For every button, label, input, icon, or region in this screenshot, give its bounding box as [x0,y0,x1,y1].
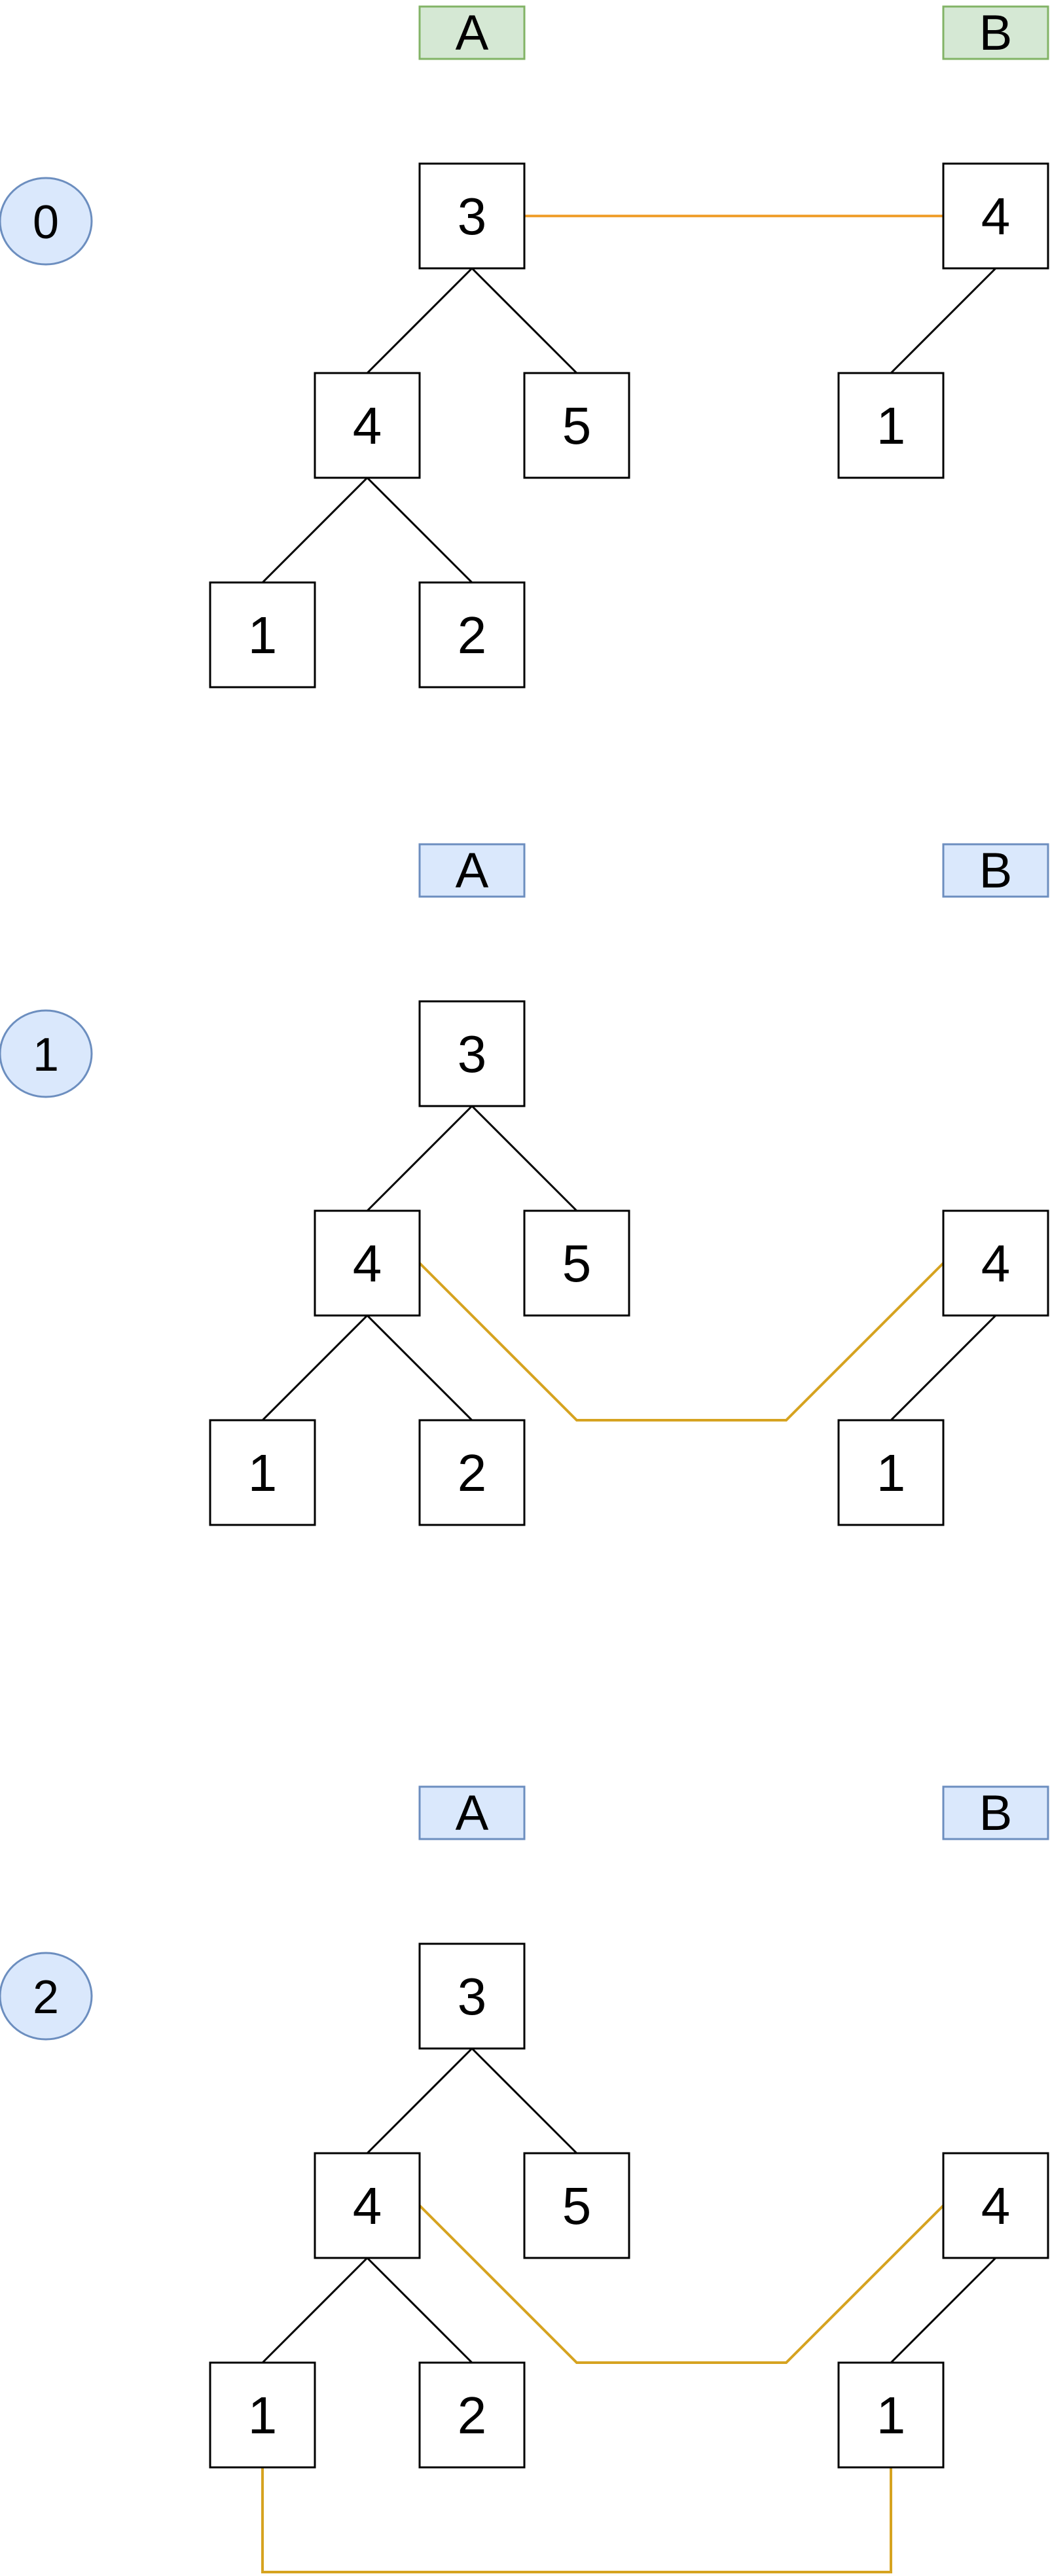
node-value: 3 [458,187,487,245]
tree-node: 1 [209,1419,316,1526]
tree-a-edges [261,2047,578,2364]
tree-edge [890,2257,997,2364]
tree-edge [366,476,473,584]
tree-edge [261,1314,369,1422]
tree-b-label-text: B [979,843,1013,899]
step-1: 1 A B 3 4 5 [0,843,1049,1526]
node-value: 1 [877,1444,906,1502]
tree-edge [366,2257,473,2364]
tree-edge [471,267,578,374]
tree-node: 1 [837,2361,945,2469]
tree-node: 2 [418,1419,526,1526]
match-link [418,1262,945,1422]
tree-b-label: B [942,1785,1049,1841]
node-value: 4 [353,1234,382,1293]
tree-a-edges [261,267,578,584]
tree-a-label: A [418,1785,526,1841]
step-number: 1 [33,1029,59,1081]
node-value: 4 [353,397,382,455]
node-value: 3 [458,1025,487,1083]
tree-node: 4 [942,1209,1049,1317]
tree-edge [261,476,369,584]
node-value: 4 [981,1234,1011,1293]
tree-node: 1 [209,2361,316,2469]
node-value: 1 [248,2386,278,2444]
node-value: 1 [248,1444,278,1502]
tree-b-label-text: B [979,1785,1013,1841]
tree-edge [471,1105,578,1212]
node-value: 5 [562,1234,592,1293]
tree-edge [471,2047,578,2155]
tree-edge [890,1314,997,1422]
step-marker: 0 [0,177,93,266]
tree-node: 3 [418,1000,526,1107]
tree-node: 5 [523,372,630,479]
node-value: 5 [562,2177,592,2235]
tree-a-label: A [418,843,526,899]
node-value: 4 [981,2177,1011,2235]
tree-b-label: B [942,843,1049,899]
tree-node: 5 [523,2152,630,2259]
step-2: 2 A B 3 4 5 [0,1785,1049,2573]
tree-edge [366,2047,473,2155]
node-value: 1 [248,606,278,664]
node-value: 4 [353,2177,382,2235]
tree-node: 4 [314,1209,421,1317]
tree-node: 3 [418,162,526,270]
tree-edge [366,1314,473,1422]
tree-node: 2 [418,581,526,689]
tree-node: 4 [314,372,421,479]
match-link [418,2204,945,2364]
match-link [261,2467,892,2573]
node-value: 2 [458,1444,487,1502]
step-0: 0 A B 3 4 5 [0,5,1049,689]
node-value: 4 [981,187,1011,245]
step-marker: 1 [0,1009,93,1098]
tree-node: 1 [209,581,316,689]
tree-node: 4 [942,162,1049,270]
step-marker: 2 [0,1952,93,2041]
step-number: 0 [33,196,59,249]
tree-edge [366,267,473,374]
tree-a-label: A [418,5,526,61]
tree-node: 2 [418,2361,526,2469]
tree-a-label-text: A [456,1785,489,1841]
node-value: 2 [458,2386,487,2444]
tree-a-edges [261,1105,578,1422]
tree-node: 4 [314,2152,421,2259]
node-value: 2 [458,606,487,664]
tree-edge [261,2257,369,2364]
tree-b-label-text: B [979,5,1013,61]
tree-edge [366,1105,473,1212]
node-value: 3 [458,1967,487,2026]
node-value: 1 [877,397,906,455]
tree-edge [890,267,997,374]
node-value: 1 [877,2386,906,2444]
tree-node: 1 [837,372,945,479]
tree-node: 4 [942,2152,1049,2259]
node-value: 5 [562,397,592,455]
tree-node: 5 [523,1209,630,1317]
tree-a-label-text: A [456,5,489,61]
tree-a-label-text: A [456,843,489,899]
step-number: 2 [33,1971,59,2024]
tree-node: 1 [837,1419,945,1526]
tree-node: 3 [418,1942,526,2050]
tree-b-label: B [942,5,1049,61]
